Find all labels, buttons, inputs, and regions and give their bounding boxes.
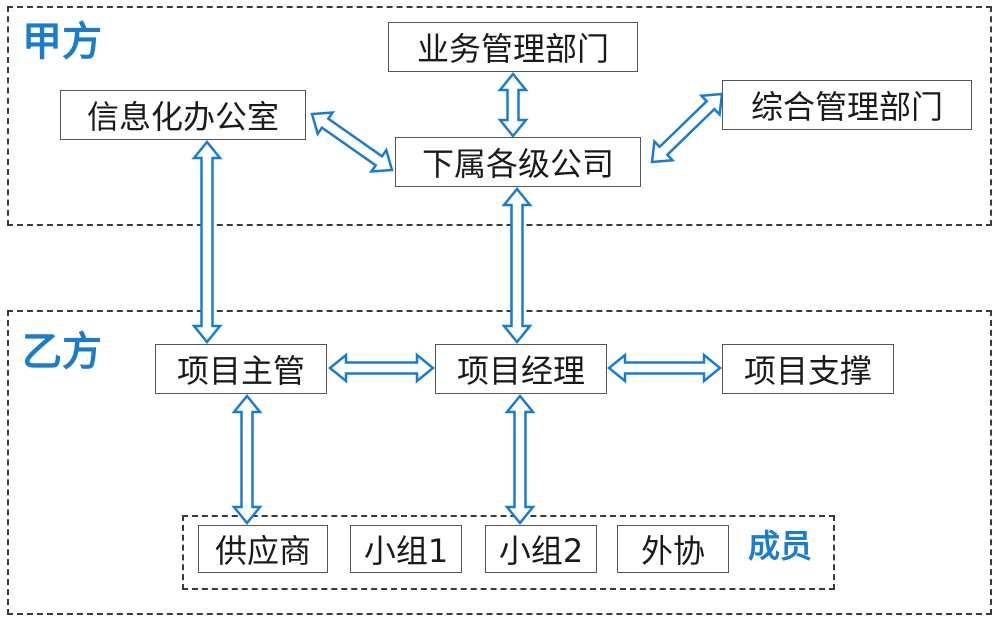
team2-box: 小组2: [485, 525, 597, 573]
connector-project-manager-project-support: [607, 352, 722, 384]
team1-box: 小组1: [350, 525, 462, 573]
project-support-box: 项目支撑: [722, 344, 894, 394]
connector-info-office-subsidiaries: [310, 111, 394, 173]
outsourcing-box: 外协: [617, 525, 729, 573]
connector-subsidiaries-project-manager: [501, 187, 533, 344]
connector-general-dept-subsidiaries: [650, 92, 724, 164]
general-dept-box: 综合管理部门: [722, 80, 972, 130]
party-b-label: 乙方: [22, 329, 102, 375]
supplier-box: 供应商: [198, 525, 328, 573]
business-dept-box: 业务管理部门: [388, 22, 638, 72]
party-b-group: [7, 310, 992, 615]
subsidiaries-box: 下属各级公司: [395, 137, 641, 187]
info-office-box: 信息化办公室: [60, 90, 306, 140]
members-group: [182, 515, 835, 590]
connector-project-supervisor-project-manager: [328, 352, 435, 384]
connector-project-supervisor-members: [231, 394, 263, 525]
connector-project-manager-members: [504, 394, 536, 525]
connector-business-dept-subsidiaries: [497, 72, 529, 138]
members-label: 成员: [748, 527, 813, 565]
party-a-label: 甲方: [22, 19, 102, 65]
party-a-group: [7, 6, 992, 226]
project-supervisor-box: 项目主管: [155, 344, 327, 394]
connector-info-office-project-supervisor: [191, 140, 223, 344]
project-manager-box: 项目经理: [435, 344, 607, 394]
